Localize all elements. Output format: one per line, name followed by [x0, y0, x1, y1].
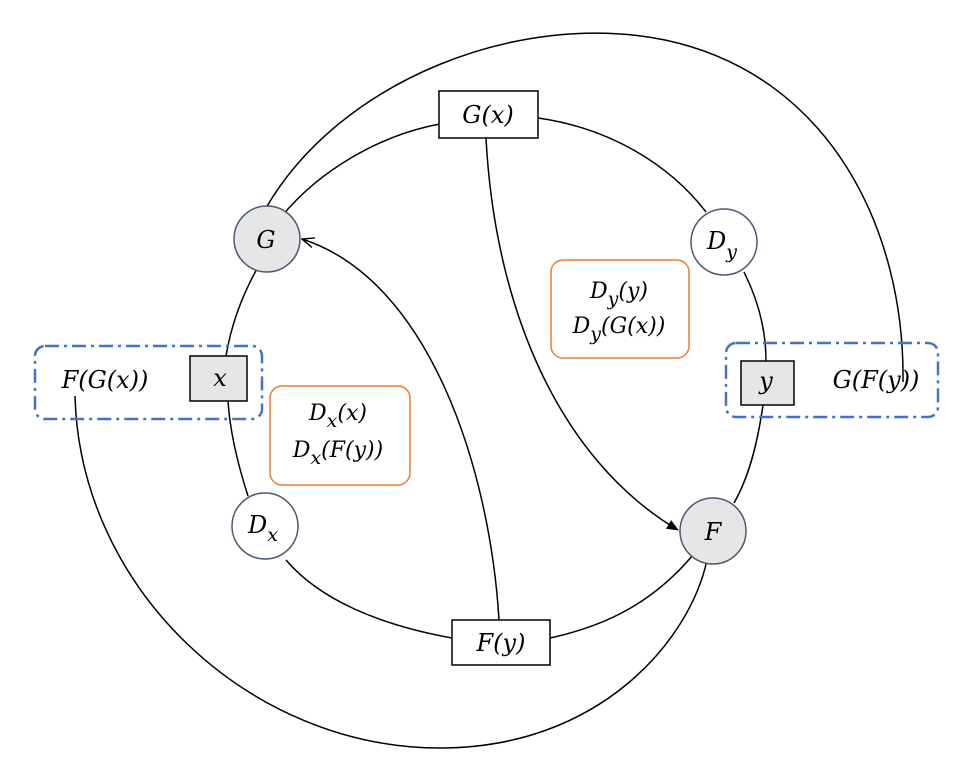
edge-F-to-fy [549, 554, 694, 639]
circle-Dy [690, 208, 758, 276]
edge-Dy-to-y [743, 271, 767, 362]
node-gx-box [438, 90, 539, 139]
circle-Dy-label: Dy [706, 227, 737, 263]
node-y-label: y [758, 367, 773, 395]
node-gfy-label: G(F(y)) [833, 366, 920, 394]
circle-G [233, 205, 301, 273]
node-fgx-label: F(G(x)) [61, 366, 149, 394]
edge-x-to-G [225, 266, 259, 357]
circle-Dx-label: Dx [247, 511, 278, 546]
arrow-fy-to-G [302, 239, 500, 621]
edge-y-to-F [733, 404, 764, 504]
node-y-box [740, 360, 795, 406]
edge-gx-to-G [281, 123, 441, 217]
edge-fgx-to-F [74, 395, 708, 749]
dy-info-line2: Dy(G(x)) [572, 314, 666, 345]
dy-info-line1: Dy(y) [589, 279, 648, 310]
edge-fy-to-Dx [285, 559, 453, 639]
dy-info-box [550, 259, 690, 359]
node-gx-label: G(x) [462, 101, 513, 129]
edge-gx-to-Dy [537, 117, 707, 213]
circle-F-label: F [704, 518, 723, 546]
node-fy-box [451, 619, 551, 666]
circle-F [679, 497, 747, 565]
edge-G-to-gfy [265, 32, 904, 383]
node-fy-label: F(y) [476, 629, 526, 657]
node-x-label: x [213, 364, 227, 392]
dx-info-line1: Dx(x) [308, 401, 367, 432]
circle-Dx [231, 492, 299, 560]
circle-G-label: G [256, 226, 275, 254]
edge-Dx-to-x [227, 400, 249, 497]
arrow-gx-to-F [485, 137, 679, 531]
node-x-box [189, 355, 248, 402]
group-box-x [33, 344, 264, 421]
dx-info-line2: Dx(F(y)) [292, 438, 383, 469]
dx-info-box [269, 385, 411, 486]
